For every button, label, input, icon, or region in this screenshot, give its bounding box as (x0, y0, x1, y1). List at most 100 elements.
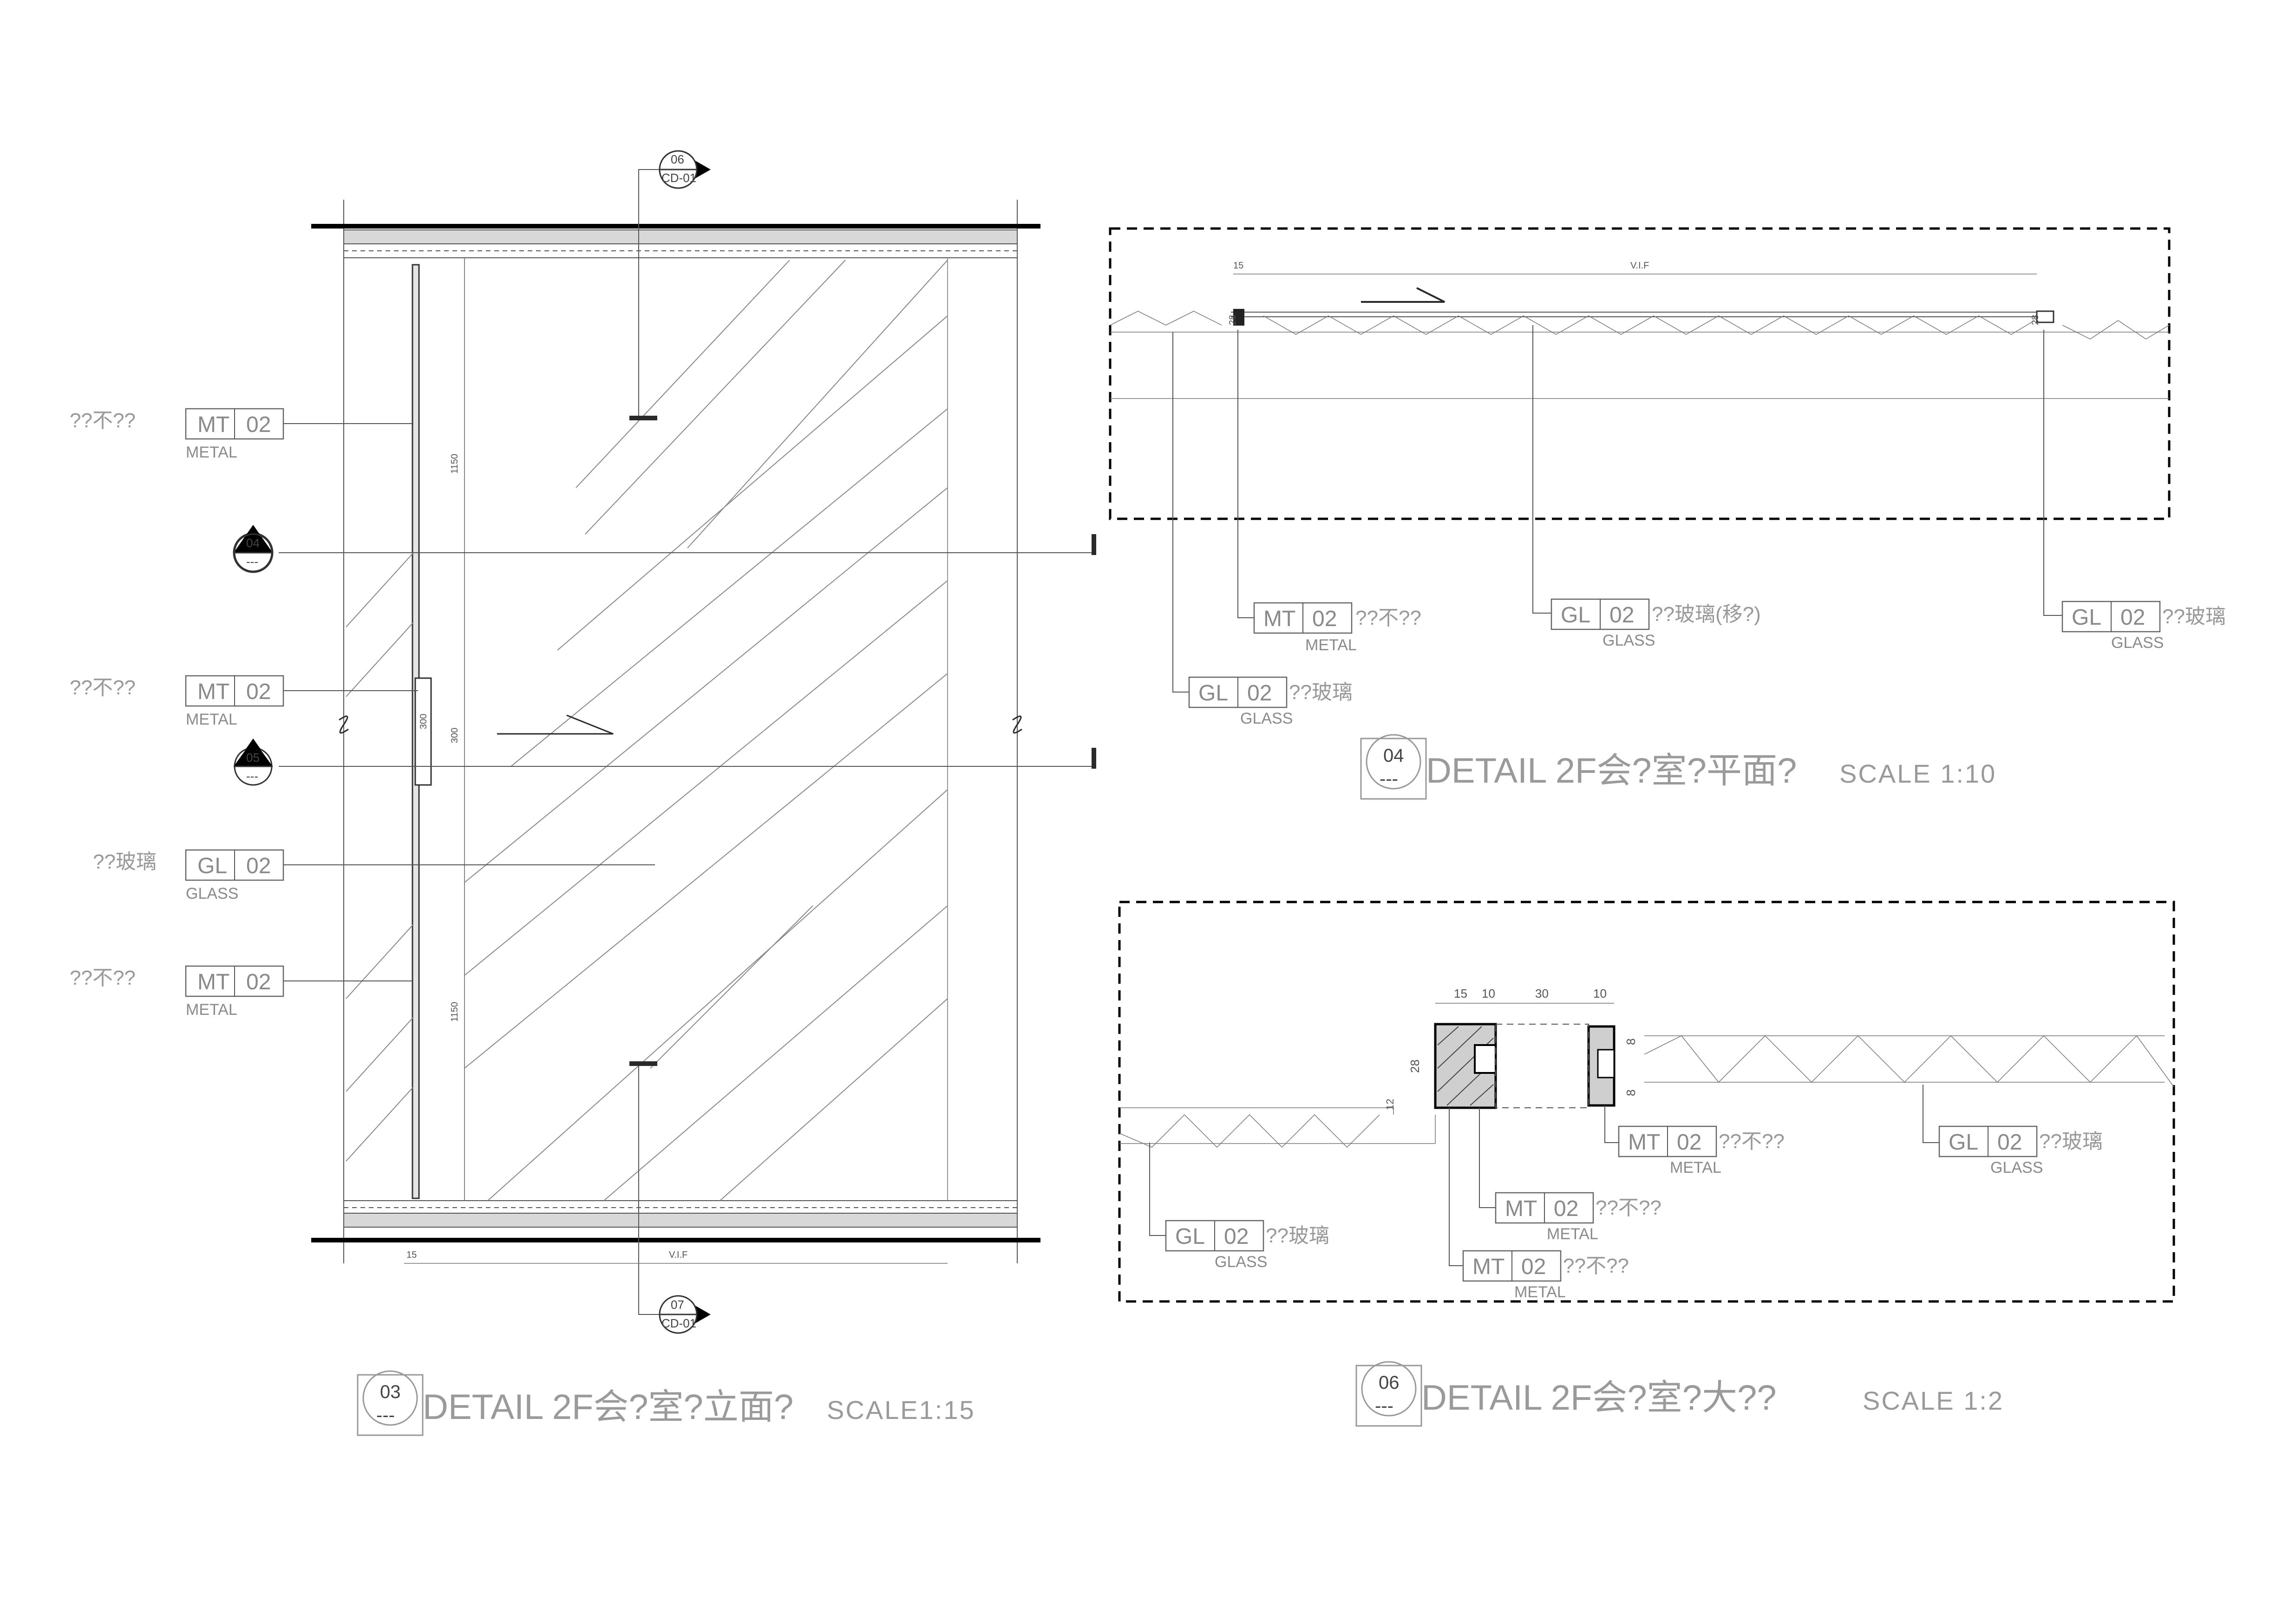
section-marker-05[interactable]: 05 --- (234, 739, 273, 786)
detail-tag-1-num: 02 (1677, 1130, 1701, 1155)
dim-base-left: 15 (406, 1250, 417, 1260)
detail-dim-r1: 8 (1624, 1039, 1638, 1045)
detail-tag-3-code: MT (1505, 1196, 1537, 1221)
elev-tag-3-code: GL (197, 854, 227, 878)
elev-tag-1-sub: METAL (186, 444, 237, 461)
plan-tag-3-code: GL (2072, 605, 2101, 630)
elev-tag-1[interactable]: ??不?? MT 02 METAL (70, 408, 413, 461)
plan-tag-4-sub: GLASS (1240, 710, 1293, 727)
plan-dim-left: 15 (1233, 261, 1243, 271)
elev-title-text: DETAIL 2F会?室?立面? (423, 1387, 793, 1427)
detail-callout-06[interactable]: 06 CD-01 (629, 150, 711, 420)
elev-tag-4-cn: ??不?? (70, 967, 136, 989)
section-marker-05-num: 05 (246, 751, 260, 765)
detail-tag-4-code: GL (1175, 1224, 1205, 1249)
elev-tag-1-cn: ??不?? (70, 409, 136, 432)
detail-title-scale: SCALE 1:2 (1863, 1386, 2004, 1415)
detail-title-num: 06 (1379, 1373, 1400, 1393)
plan-title-ref: --- (1380, 769, 1398, 789)
detail-tag-2-cn: ??玻璃 (2039, 1130, 2103, 1153)
plan-tag-3-sub: GLASS (2111, 634, 2164, 652)
plan-tag-1-code: MT (1263, 607, 1295, 631)
plan-title-scale: SCALE 1:10 (1839, 759, 1996, 788)
detail-dim-2: 10 (1482, 987, 1495, 1000)
detail-tag-4-sub: GLASS (1215, 1253, 1267, 1271)
plan-title-num: 04 (1383, 745, 1404, 766)
section-marker-04[interactable]: 04 --- (233, 525, 274, 573)
detail-dim-4: 10 (1593, 987, 1607, 1000)
elev-tag-4[interactable]: ??不?? MT 02 METAL (70, 965, 413, 1019)
plan-tag-1-cn: ??不?? (1355, 607, 1421, 629)
elev-tag-1-code: MT (197, 412, 229, 437)
plan-title-block: 04 --- DETAIL 2F会?室?平面? SCALE 1:10 (1360, 734, 1996, 800)
dim-base-span: V.I.F (669, 1250, 687, 1260)
elev-tag-2-code: MT (197, 680, 229, 704)
detail-tag-3-num: 02 (1554, 1196, 1578, 1221)
plan-tag-glass-right[interactable]: GL 02 ??玻璃 GLASS (2043, 330, 2226, 652)
enlarged-detail-view: 15 10 30 10 28 8 8 12 MT 02 ??不?? METAL … (1118, 901, 2175, 1427)
detail-tag-1-code: MT (1628, 1130, 1660, 1155)
callout-07-ref: CD-01 (661, 1316, 696, 1330)
plan-tag-3-num: 02 (2120, 605, 2145, 630)
section-marker-04-ref: --- (246, 555, 258, 569)
elev-tag-2[interactable]: ??不?? MT 02 METAL (70, 675, 418, 728)
plan-tag-1-sub: METAL (1305, 636, 1357, 654)
callout-07-num: 07 (671, 1298, 684, 1312)
plan-tag-3-cn: ??玻璃 (2162, 605, 2226, 628)
detail-tag-glass-left[interactable]: GL 02 ??玻璃 GLASS (1149, 1143, 1329, 1271)
elev-tag-3[interactable]: ??玻璃 GL 02 GLASS (93, 849, 655, 902)
elev-tag-4-sub: METAL (186, 1001, 237, 1019)
break-mark-right (1012, 715, 1022, 734)
plan-tag-glass-sliding[interactable]: GL 02 ??玻璃(移?) GLASS (1532, 325, 1761, 649)
dim-upper: 1150 (450, 454, 460, 474)
plan-tag-2-code: GL (1561, 603, 1590, 627)
detail-tag-metal-mid[interactable]: MT 02 ??不?? METAL (1479, 1108, 1661, 1243)
detail-tag-metal-right[interactable]: MT 02 ??不?? METAL (1604, 1105, 1785, 1177)
plan-tag-metal[interactable]: MT 02 ??不?? METAL (1237, 330, 1421, 654)
section-marker-05-ref: --- (246, 769, 258, 783)
detail-tag-glass-right[interactable]: GL 02 ??玻璃 GLASS (1923, 1085, 2103, 1177)
plan-view: 15 V.I.F 28 28 MT 02 ??不?? METAL GL 02 ?… (1109, 227, 2226, 800)
plan-dashed-frame (1109, 227, 2171, 520)
detail-tag-3-sub: METAL (1547, 1225, 1598, 1243)
dim-middle: 300 (450, 728, 460, 743)
plan-tag-2-cn: ??玻璃(移?) (1652, 603, 1761, 626)
plan-title-text: DETAIL 2F会?室?平面? (1426, 751, 1797, 791)
plan-tag-4-cn: ??玻璃 (1289, 681, 1353, 704)
detail-tag-5-sub: METAL (1514, 1283, 1566, 1301)
detail-dim-3: 30 (1535, 987, 1549, 1000)
detail-title-block: 06 --- DETAIL 2F会?室?大?? SCALE 1:2 (1355, 1361, 2004, 1427)
elevation-title-block: 03 --- DETAIL 2F会?室?立面? SCALE1:15 (357, 1370, 975, 1436)
elev-title-scale: SCALE1:15 (827, 1395, 975, 1425)
elev-tag-2-num: 02 (246, 680, 271, 704)
plan-dim-span: V.I.F (1630, 261, 1649, 271)
top-slab-hatch (343, 229, 1018, 244)
elev-tag-4-num: 02 (246, 970, 271, 994)
detail-tag-5-code: MT (1472, 1255, 1505, 1279)
detail-tag-1-sub: METAL (1670, 1159, 1721, 1177)
detail-callout-07[interactable]: 07 CD-01 (629, 1061, 711, 1334)
detail-dim-1: 15 (1454, 987, 1467, 1000)
plan-tag-2-num: 02 (1609, 603, 1634, 627)
elev-tag-1-num: 02 (246, 412, 271, 437)
plan-metal-profile (1233, 309, 1244, 326)
elev-tag-3-num: 02 (246, 854, 271, 878)
glass-hatching (346, 260, 948, 1201)
break-mark-left (339, 715, 349, 734)
detail-tag-1-cn: ??不?? (1719, 1130, 1785, 1153)
detail-dashed-frame (1118, 901, 2175, 1303)
detail-tag-2-sub: GLASS (1990, 1159, 2043, 1177)
detail-tag-4-cn: ??玻璃 (1266, 1224, 1329, 1247)
detail-tag-metal-bottom[interactable]: MT 02 ??不?? METAL (1449, 1108, 1629, 1301)
plan-end-profile (2036, 310, 2054, 323)
detail-tag-2-num: 02 (1997, 1130, 2022, 1155)
section-marker-04-num: 04 (246, 536, 260, 550)
callout-06-ref: CD-01 (661, 171, 696, 185)
plan-tag-glass-left[interactable]: GL 02 ??玻璃 GLASS (1172, 332, 1353, 727)
plan-tag-1-num: 02 (1312, 607, 1337, 631)
detail-dim-l1: 12 (1384, 1099, 1396, 1110)
detail-tag-5-cn: ??不?? (1563, 1255, 1629, 1277)
detail-title-text: DETAIL 2F会?室?大?? (1421, 1378, 1777, 1418)
elev-tag-3-cn: ??玻璃 (93, 850, 157, 873)
